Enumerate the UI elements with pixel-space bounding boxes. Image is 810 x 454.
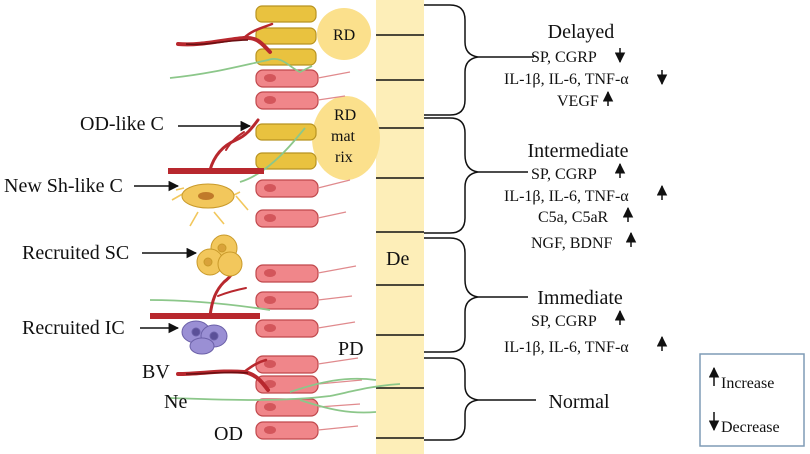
odontoblast-cells <box>255 69 319 440</box>
rd-matrix-label-3: rix <box>335 149 353 166</box>
rd-matrix-label-2: mat <box>331 128 356 145</box>
pd-label: PD <box>338 338 364 360</box>
ne-label: Ne <box>164 391 187 413</box>
rd-matrix-circle <box>312 96 380 180</box>
delayed-marker-1: SP, CGRP <box>531 49 597 66</box>
dentin-band <box>376 0 424 454</box>
delayed-marker-3: VEGF <box>557 93 599 110</box>
stage-braces <box>424 4 536 441</box>
immediate-marker-1: SP, CGRP <box>531 313 597 330</box>
stage-intermediate-markers: SP, CGRP IL-1β, IL-6, TNF-α C5a, C5aR NG… <box>504 162 668 252</box>
recruited-ic-label: Recruited IC <box>22 317 125 339</box>
blood-vessels-dark <box>185 39 249 375</box>
intermediate-marker-2: IL-1β, IL-6, TNF-α <box>504 188 629 205</box>
stage-intermediate-title: Intermediate <box>527 140 628 162</box>
recruited-immune-cells <box>181 320 228 355</box>
odontoblast-processes <box>317 71 363 431</box>
recruited-sc-label: Recruited SC <box>22 242 129 264</box>
new-sh-like-cell <box>171 183 249 227</box>
rd-label: RD <box>333 27 355 44</box>
rd-circle <box>317 8 371 60</box>
stage-delayed-markers: SP, CGRP IL-1β, IL-6, TNF-α VEGF <box>504 48 668 110</box>
dentin-label: De <box>386 248 409 270</box>
new-sh-like-label: New Sh-like C <box>4 175 123 197</box>
stage-immediate-markers: SP, CGRP IL-1β, IL-6, TNF-α <box>504 309 668 356</box>
rd-matrix-label-1: RD <box>334 107 356 124</box>
legend-increase-label: Increase <box>721 375 774 392</box>
stage-normal-title: Normal <box>548 391 610 413</box>
stage-delayed-title: Delayed <box>548 21 615 43</box>
delayed-marker-2: IL-1β, IL-6, TNF-α <box>504 71 629 88</box>
immediate-marker-2: IL-1β, IL-6, TNF-α <box>504 339 629 356</box>
bv-label: BV <box>142 361 170 383</box>
intermediate-marker-4: NGF, BDNF <box>531 235 613 252</box>
stage-immediate-title: Immediate <box>537 287 623 309</box>
legend-decrease-label: Decrease <box>721 419 780 436</box>
od-label: OD <box>214 423 243 445</box>
intermediate-marker-1: SP, CGRP <box>531 166 597 183</box>
odontoblast-nuclei <box>264 74 276 434</box>
recruited-stem-cells <box>196 234 243 277</box>
intermediate-marker-3: C5a, C5aR <box>538 209 609 226</box>
od-like-label: OD-like C <box>80 113 164 135</box>
nerve-fibers <box>149 58 401 414</box>
dentin-dividers <box>376 34 424 439</box>
